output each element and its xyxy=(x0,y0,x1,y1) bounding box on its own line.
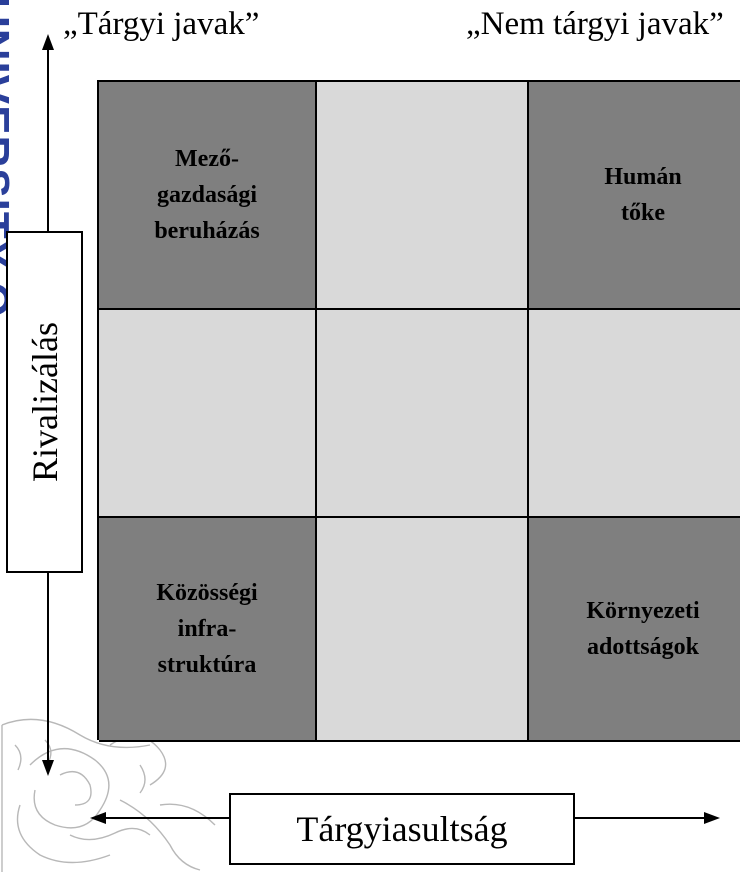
cell-center xyxy=(317,310,529,518)
cell-agricultural-investment: Mező- gazdasági beruházás xyxy=(99,82,317,310)
goods-matrix: Mező- gazdasági beruházás Humán tőke Köz… xyxy=(97,80,740,742)
cell-environmental-endowments: Környezeti adottságok xyxy=(529,518,740,742)
cell-middle-right xyxy=(529,310,740,518)
x-axis-arrow-left xyxy=(90,812,106,824)
cell-top-middle xyxy=(317,82,529,310)
label-tangible-goods: „Tárgyi javak” xyxy=(63,6,260,42)
label-intangible-goods: „Nem tárgyi javak” xyxy=(466,6,724,42)
y-axis-arrow-up xyxy=(42,34,54,50)
y-axis-label: Rivalizálás xyxy=(24,322,65,482)
x-axis-label-box: Tárgyiasultság xyxy=(229,793,575,865)
cell-community-infrastructure: Közösségi infra- struktúra xyxy=(99,518,317,742)
x-axis-arrow-right xyxy=(704,812,720,824)
university-seal-watermark xyxy=(1,718,216,872)
cell-middle-left xyxy=(99,310,317,518)
y-axis-arrow-down xyxy=(42,760,54,776)
x-axis-label: Tárgyiasultság xyxy=(296,809,508,849)
cell-bottom-middle xyxy=(317,518,529,742)
cell-human-capital: Humán tőke xyxy=(529,82,740,310)
y-axis-label-box: Rivalizálás xyxy=(6,231,83,573)
